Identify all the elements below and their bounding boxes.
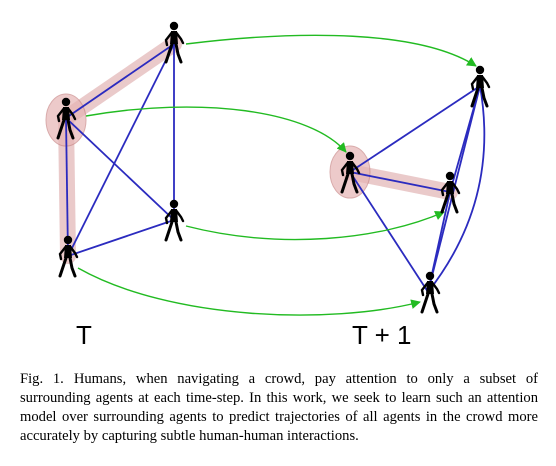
interaction-edge [67,43,175,257]
person-walking-icon [164,198,185,242]
temporal-arrow [77,267,421,316]
interaction-edge [349,171,451,193]
interaction-edge [65,43,175,119]
interaction-edge [427,85,481,293]
temporal-arrow [185,34,477,67]
temporal-arrows [77,34,477,316]
interaction-edge [349,85,481,173]
caption-text: Humans, when navigating a crowd, pay att… [20,371,538,444]
interaction-edges-t [65,43,175,257]
figure-caption: Fig. 1.Humans, when navigating a crowd, … [20,370,538,446]
person-walking-icon [470,64,491,108]
figure-label: Fig. 1. [20,371,64,387]
interaction-edge [349,171,429,293]
temporal-arrow [85,106,347,153]
time-label-t-plus-1: T + 1 [352,320,412,350]
temporal-arrow [185,211,445,241]
interaction-edge [427,85,486,293]
interaction-edge [67,219,175,257]
interaction-edge [65,117,175,221]
time-label-t: T [76,320,92,350]
attention-highlights-t [45,36,182,264]
interaction-edge [65,117,69,257]
person-walking-icon [420,270,441,314]
